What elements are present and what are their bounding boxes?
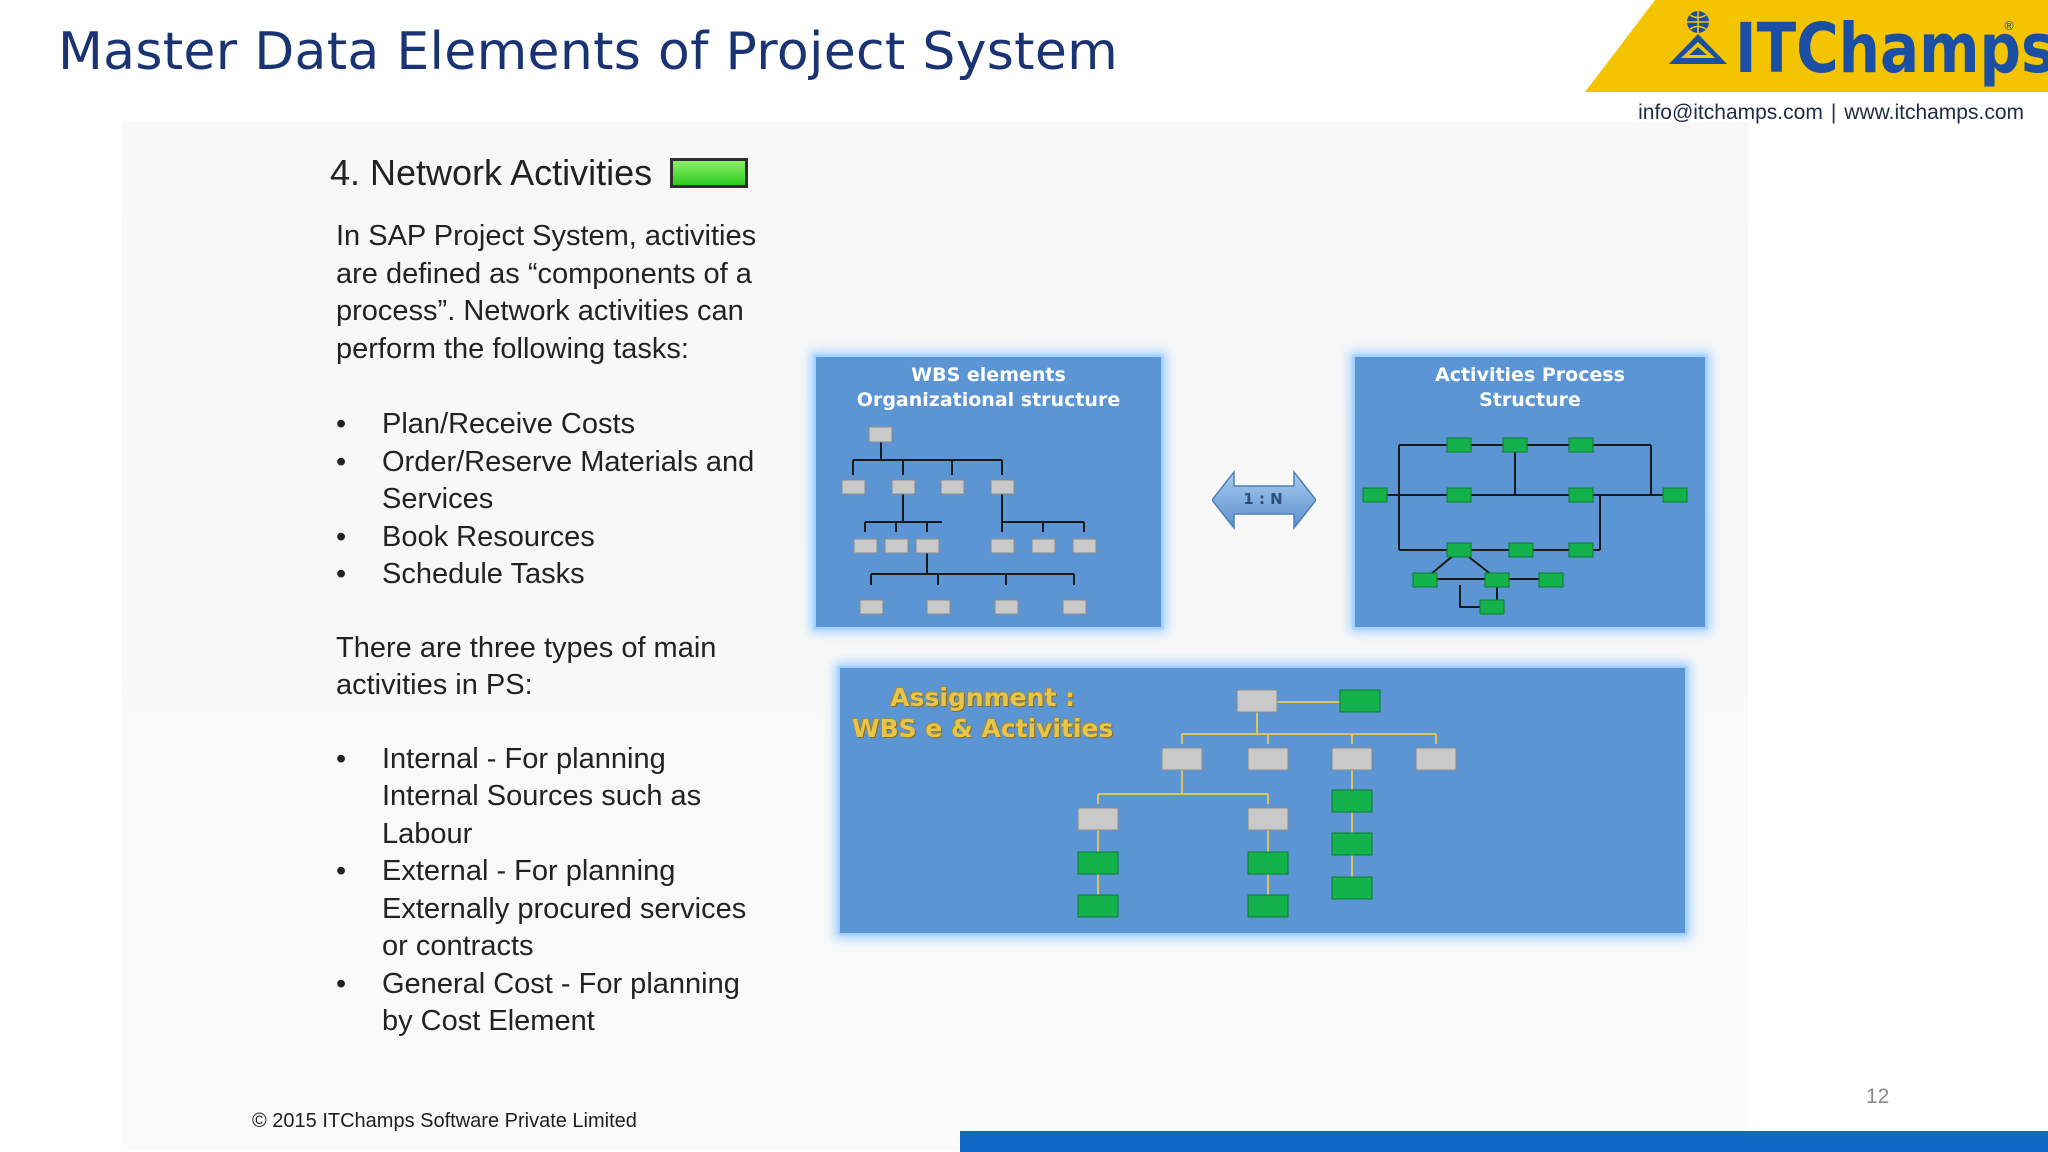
svg-text:®: ® — [2003, 19, 2015, 33]
types-intro: There are three types of main activities… — [336, 631, 717, 702]
activity-node — [1446, 542, 1472, 558]
activity-node — [1568, 487, 1594, 503]
contact-info: info@itchamps.com | www.itchamps.com — [1638, 101, 2024, 125]
status-indicator-icon — [670, 158, 749, 188]
wbs-node — [990, 479, 1015, 495]
activity-node — [1077, 894, 1119, 918]
wbs-node — [1161, 747, 1203, 771]
assignment-tree-diagram — [1077, 689, 1457, 918]
wbs-node — [1331, 747, 1373, 771]
activity-node — [1412, 572, 1438, 588]
wbs-node — [853, 538, 878, 554]
itchamps-logo: ITChamps ® — [1585, 0, 2048, 92]
activity-node — [1077, 851, 1119, 875]
activity-node — [1362, 487, 1388, 503]
wbs-node — [891, 479, 916, 495]
wbs-node — [868, 426, 893, 443]
activity-node — [1331, 832, 1373, 856]
activity-node — [1247, 851, 1289, 875]
section-heading-text: 4. Network Activities — [330, 152, 653, 193]
wbs-node — [994, 599, 1019, 615]
section-heading: 4. Network Activities — [330, 152, 749, 194]
wbs-node — [1062, 599, 1087, 615]
wbs-tree-diagram — [841, 426, 1097, 615]
wbs-node — [859, 599, 884, 615]
contact-separator: | — [1830, 101, 1837, 124]
assignment-box: Assignment :WBS e & Activities — [840, 668, 1685, 933]
list-item: Book Resources — [336, 519, 796, 557]
wbs-node — [926, 599, 951, 615]
activity-node — [1479, 599, 1505, 615]
relation-label: 1 : N — [1243, 490, 1283, 508]
wbs-node — [1415, 747, 1457, 771]
wbs-node — [1031, 538, 1056, 554]
logo-text: ITChamps — [1735, 8, 2048, 88]
slide-title: Master Data Elements of Project System — [58, 22, 1119, 82]
activity-node — [1662, 487, 1688, 503]
wbs-node — [990, 538, 1015, 554]
activity-node — [1568, 542, 1594, 558]
activity-node — [1331, 789, 1373, 813]
wbs-node — [915, 538, 940, 554]
page-number: 12 — [1866, 1085, 1890, 1108]
wbs-node — [884, 538, 909, 554]
email-link[interactable]: info@itchamps.com — [1638, 101, 1823, 124]
list-item: Plan/Receive Costs — [336, 406, 796, 444]
activity-node — [1568, 437, 1594, 453]
activity-network-diagram — [1362, 437, 1688, 615]
wbs-node — [1072, 538, 1097, 554]
intro-paragraph: In SAP Project System, activities are de… — [336, 220, 757, 365]
activity-node — [1538, 572, 1564, 588]
wbs-node — [1077, 807, 1119, 831]
wbs-node — [1247, 807, 1289, 831]
globe-pyramid-icon — [1669, 11, 1727, 64]
footer-bar — [960, 1131, 2048, 1152]
wbs-node — [1236, 689, 1278, 713]
assignment-title: Assignment :WBS e & Activities — [852, 683, 1114, 743]
activity-node — [1247, 894, 1289, 918]
activity-node — [1446, 487, 1472, 503]
wbs-node — [841, 479, 866, 495]
task-list: Plan/Receive Costs Order/Reserve Materia… — [336, 406, 796, 594]
activity-node — [1484, 572, 1510, 588]
activity-node — [1331, 876, 1373, 900]
copyright-text: © 2015 ITChamps Software Private Limited — [252, 1110, 637, 1132]
activity-node — [1339, 689, 1381, 713]
list-item: Schedule Tasks — [336, 556, 796, 594]
activity-node — [1502, 437, 1528, 453]
double-arrow-icon — [1212, 470, 1316, 530]
website-link[interactable]: www.itchamps.com — [1844, 101, 2024, 124]
activity-node — [1446, 437, 1472, 453]
activity-node — [1508, 542, 1534, 558]
wbs-node — [940, 479, 965, 495]
body-text: In SAP Project System, activities are de… — [336, 218, 796, 1041]
wbs-node — [1247, 747, 1289, 771]
